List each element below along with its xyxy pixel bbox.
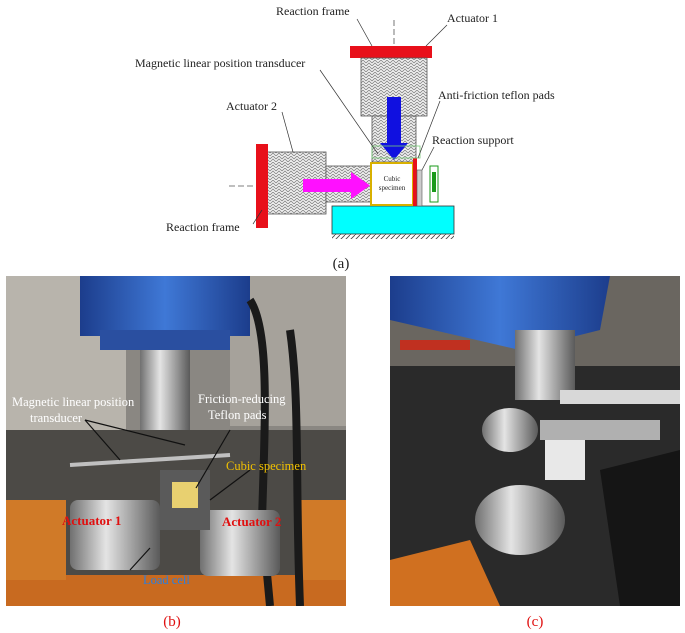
photo-b-label-cubic-specimen: Cubic specimen bbox=[226, 459, 307, 473]
photo-b-label-actuator-2: Actuator 2 bbox=[222, 514, 281, 529]
photo-c-specimen bbox=[545, 440, 585, 480]
teflon-pad bbox=[413, 158, 417, 206]
cubic-specimen-box bbox=[370, 162, 414, 206]
reaction-frame-top bbox=[350, 46, 432, 58]
label-actuator-1: Actuator 1 bbox=[447, 11, 498, 25]
label-reaction-frame-bottom: Reaction frame bbox=[166, 220, 240, 234]
photo-c-frame-bar bbox=[540, 420, 660, 440]
photo-c-red-element bbox=[400, 340, 470, 350]
photo-b-label-friction-line1: Friction-reducing bbox=[198, 392, 286, 406]
label-magnetic-transducer: Magnetic linear position transducer bbox=[135, 56, 305, 70]
photo-b-label-friction-line2: Teflon pads bbox=[208, 408, 267, 422]
label-reaction-frame-top: Reaction frame bbox=[276, 4, 350, 18]
photo-b-blue-flange bbox=[100, 330, 230, 350]
photo-c-actuator-side bbox=[482, 408, 538, 452]
photo-b-label-actuator-1: Actuator 1 bbox=[62, 513, 121, 528]
photo-c-actuator-bottom bbox=[475, 485, 565, 555]
photo-b-actuator-1-body bbox=[70, 500, 160, 570]
reaction-support-plate bbox=[416, 169, 423, 207]
photo-c-panel: (c) bbox=[390, 276, 680, 630]
photo-b-panel: Magnetic linear position transducer Fric… bbox=[6, 276, 346, 630]
base-block bbox=[331, 205, 455, 235]
photo-c-orange-bench bbox=[390, 540, 500, 606]
photo-b-actuator-2-body bbox=[200, 510, 280, 576]
photo-b-specimen bbox=[172, 482, 198, 508]
photo-b-orange-bench bbox=[6, 575, 346, 606]
photo-c-black-plate bbox=[600, 450, 680, 606]
photo-b-hose-2 bbox=[286, 329, 304, 606]
photo-c-actuator-rod bbox=[515, 330, 575, 400]
photo-b-label-load-cell: Load cell bbox=[143, 573, 190, 587]
specimen-label-line2: specimen bbox=[379, 184, 406, 192]
caption-c: (c) bbox=[527, 614, 544, 630]
photo-c-rail bbox=[560, 390, 680, 404]
photo-b-label-magnetic-line1: Magnetic linear position bbox=[12, 395, 135, 409]
caption-b: (b) bbox=[163, 614, 181, 630]
label-teflon-pads: Anti-friction teflon pads bbox=[438, 88, 555, 102]
magnetic-transducer-core bbox=[432, 172, 436, 192]
photo-b-actuator-rod bbox=[140, 350, 190, 430]
label-reaction-support: Reaction support bbox=[432, 133, 514, 147]
caption-a: (a) bbox=[333, 256, 350, 272]
photo-b-orange-right bbox=[300, 500, 346, 580]
label-actuator-2: Actuator 2 bbox=[226, 99, 277, 113]
reaction-frame-left bbox=[256, 144, 268, 228]
ground-hatch bbox=[332, 234, 454, 239]
photo-b-arrows bbox=[84, 419, 251, 571]
photo-b-orange-left bbox=[6, 500, 66, 580]
photo-b-hose-1 bbox=[246, 297, 274, 606]
schematic-panel: Cubic specimen Reaction frame Actuator 1… bbox=[135, 4, 555, 272]
photo-b-label-magnetic-line2: transducer bbox=[30, 411, 83, 425]
actuator-1-force-arrow bbox=[380, 97, 408, 160]
schematic-leader-lines bbox=[252, 18, 448, 225]
photo-b-rail bbox=[69, 453, 231, 467]
actuator-2-force-arrow bbox=[303, 172, 370, 199]
specimen-label-line1: Cubic bbox=[384, 175, 401, 183]
photo-b-blue-actuator bbox=[80, 276, 250, 336]
